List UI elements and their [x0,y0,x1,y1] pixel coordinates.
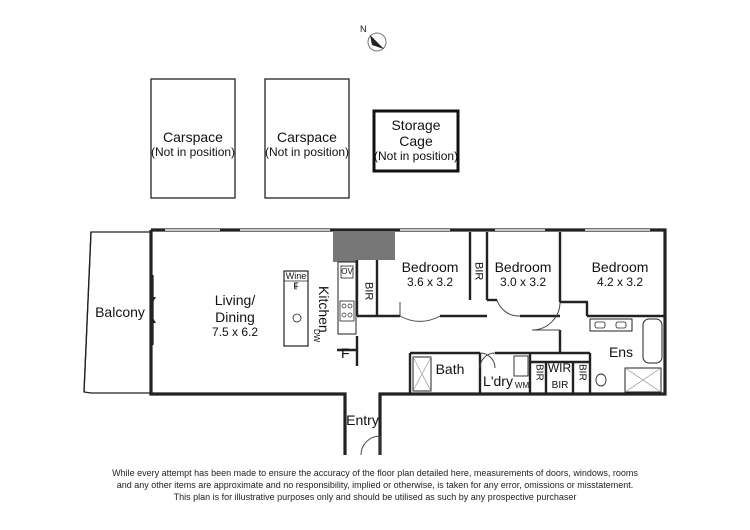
compass-icon [367,32,387,52]
kitchen-label: Kitchen [316,286,333,333]
storage-title-1: Storage [391,117,441,133]
bedroom-1-dimensions: 3.6 x 3.2 [406,275,454,289]
disclaimer-line-3: This plan is for illustrative purposes o… [173,492,577,502]
disclaimer-line-2: and any other items are approximate and … [116,480,634,490]
kitchen-island [283,270,309,347]
ensuite-vanity [589,318,633,332]
bir-c-label: BIR [576,364,588,381]
bath-label: Bath [435,361,465,377]
living-label-2: Dining [215,309,255,325]
bedroom-2-dimensions: 3.0 x 3.2 [499,275,547,289]
carspace-1-note: (Not in position) [151,145,236,159]
disclaimer-line-1: While every attempt has been made to ens… [112,468,638,478]
kitchen-pantry-shade [333,232,395,262]
north-label: N [360,24,367,34]
carspace-2-box [264,78,350,199]
carspace-2-note: (Not in position) [265,145,350,159]
bath-shower [412,356,432,392]
interior-walls [337,232,665,394]
balcony-label: Balcony [95,304,145,320]
ensuite-toilet [595,373,607,387]
wir-label: WIR [547,361,572,375]
bedroom-3-label: Bedroom [591,259,649,275]
oven-label: OV [341,267,353,276]
storage-title-2: Cage [399,133,433,149]
ensuite-bathtub [642,318,663,364]
bir-a-label: BIR [533,364,545,381]
storage-note: (Not in position) [374,149,459,163]
storage-cage-box [372,109,460,173]
entry-label: Entry [346,412,379,428]
living-dimensions: 7.5 x 6.2 [211,325,259,339]
ensuite-label: Ens [608,344,634,360]
disclaimer: While every attempt has been made to ens… [60,467,690,503]
dishwasher-label: DW [312,329,322,343]
laundry-trough [513,355,529,377]
carspace-1-box [150,78,236,199]
living-label-1: Living/ [214,292,256,308]
wine-label: Wine [285,271,307,281]
bedroom-1-label: Bedroom [401,259,459,275]
washing-machine-label: WM [514,381,530,390]
carspace-1-title: Carspace [163,129,223,145]
bedroom-bir-label: BIR [472,262,485,281]
ensuite-shower [624,367,662,393]
fridge-label: F [341,345,350,361]
bedroom-2-label: Bedroom [494,259,552,275]
bedroom-3-dimensions: 4.2 x 3.2 [596,275,644,289]
bir-b-label: BIR [551,380,569,391]
laundry-label: L'dry [483,373,513,389]
carspace-2-title: Carspace [277,129,337,145]
kitchen-bir-label: BIR [362,282,375,301]
wine-fridge-label: F [293,281,299,291]
outer-walls [149,228,667,455]
